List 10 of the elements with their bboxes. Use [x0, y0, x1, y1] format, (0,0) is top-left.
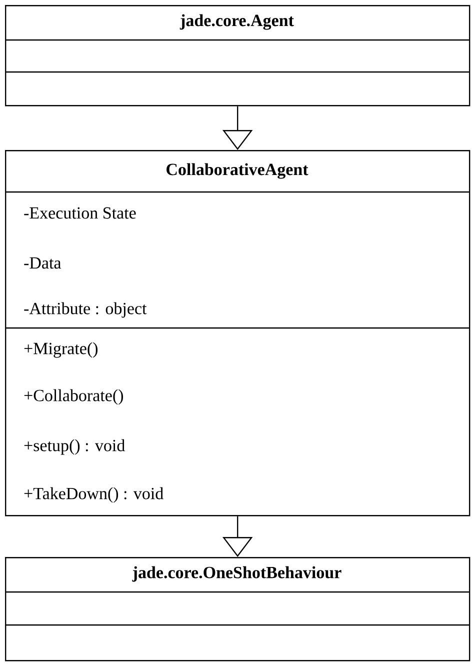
attribute: -Execution State [24, 207, 136, 219]
class-name: CollaborativeAgent [166, 163, 308, 179]
method: +TakeDown() : void [24, 487, 164, 503]
method: +setup() : void [24, 439, 125, 455]
class-name: jade.core.Agent [180, 14, 294, 30]
attribute: -Data [24, 257, 62, 269]
class-name: jade.core.OneShotBehaviour [132, 566, 342, 582]
attribute: -Attribute : object [24, 302, 147, 318]
method: +Collaborate() [24, 389, 123, 405]
method: +Migrate() [24, 342, 98, 358]
